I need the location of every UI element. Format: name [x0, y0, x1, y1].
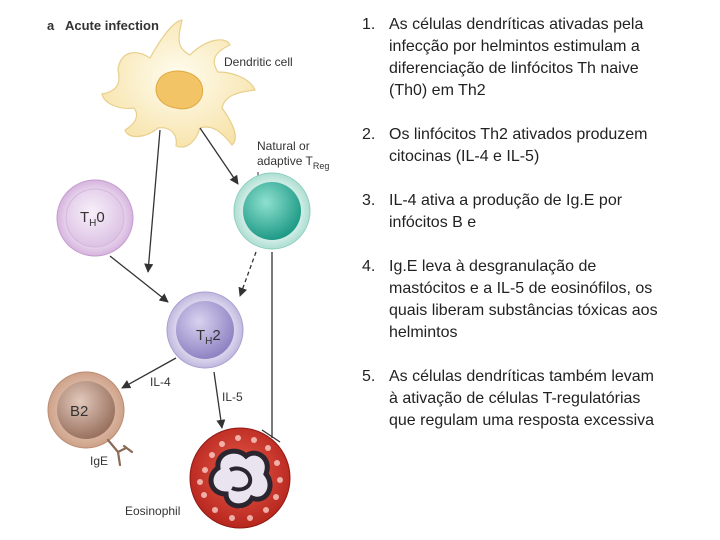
step-item: 4. Ig.E leva à desgranulação de mastócit… — [362, 256, 702, 344]
step-item: 5. As células dendríticas também levam à… — [362, 366, 702, 432]
arrow-dendritic-to-treg — [199, 127, 239, 185]
inhibition-bar — [261, 429, 281, 443]
step-line: que regulam uma resposta excessiva — [389, 412, 655, 429]
step-item: 3. IL-4 ativa a produção de Ig.E por inf… — [362, 190, 702, 234]
step-line: (Th0) em Th2 — [389, 82, 486, 99]
step-line: infócitos B e — [389, 214, 477, 231]
step-line: Ig.E leva à desgranulação de — [389, 258, 597, 275]
il5-label: IL-5 — [222, 390, 243, 404]
dendritic-cell-label: Dendritic cell — [224, 55, 293, 69]
step-line: citocinas (IL-4 e IL-5) — [389, 148, 540, 165]
step-item: 2. Os linfócitos Th2 ativados produzem c… — [362, 124, 702, 168]
step-line: quais liberam substâncias tóxicas aos — [389, 302, 658, 319]
arrow-dendritic-to-th2 — [144, 129, 161, 273]
b2-cell — [47, 371, 125, 449]
step-number: 3. — [362, 192, 376, 209]
treg-label-line2: adaptive TReg — [257, 154, 329, 171]
step-number: 5. — [362, 368, 376, 385]
step-line: mastócitos e a IL-5 de eosinófilos, os — [389, 280, 653, 297]
ige-label: IgE — [90, 454, 108, 468]
step-number: 1. — [362, 16, 376, 33]
step-line: helmintos — [389, 324, 458, 341]
dendritic-cell — [101, 19, 256, 148]
step-line: As células dendríticas também levam — [389, 368, 654, 385]
step-line: As células dendríticas ativadas pela — [389, 16, 644, 33]
step-line: à ativação de células T-regulatórias — [389, 390, 641, 407]
treg-label-line1: Natural or — [257, 139, 310, 153]
steps-list: 1. As células dendríticas ativadas pela … — [362, 14, 702, 432]
step-line: Os linfócitos Th2 ativados produzem — [389, 126, 648, 143]
arrow-th2-to-b2 — [121, 357, 177, 389]
b2-label: B2 — [70, 403, 88, 420]
arrow-th0-to-th2 — [109, 255, 169, 303]
step-line: infecção por helmintos estimulam a — [389, 38, 640, 55]
step-line: IL-4 ativa a produção de Ig.E por — [389, 192, 623, 209]
eosinophil-label: Eosinophil — [125, 504, 180, 518]
step-number: 2. — [362, 126, 376, 143]
th0-label: TH0 — [80, 209, 105, 229]
arrow-th2-to-eosinophil — [213, 371, 226, 429]
th0-cell — [56, 179, 134, 257]
ige-antibody-icon — [106, 438, 134, 467]
th2-cell — [166, 291, 244, 369]
treg-cell — [233, 172, 311, 250]
th2-label: TH2 — [196, 327, 221, 347]
step-number: 4. — [362, 258, 376, 275]
panel-letter: a — [47, 18, 55, 33]
eosinophil-cell — [189, 427, 291, 529]
step-item: 1. As células dendríticas ativadas pela … — [362, 14, 702, 102]
immune-response-diagram: a Acute infection Dendritic cell Natural… — [47, 18, 329, 529]
arrow-treg-inhibits-th2 — [238, 251, 257, 297]
panel-title: Acute infection — [65, 18, 159, 33]
il4-label: IL-4 — [150, 375, 171, 389]
step-line: diferenciação de linfócitos Th naive — [389, 60, 639, 77]
arrows — [109, 127, 281, 443]
